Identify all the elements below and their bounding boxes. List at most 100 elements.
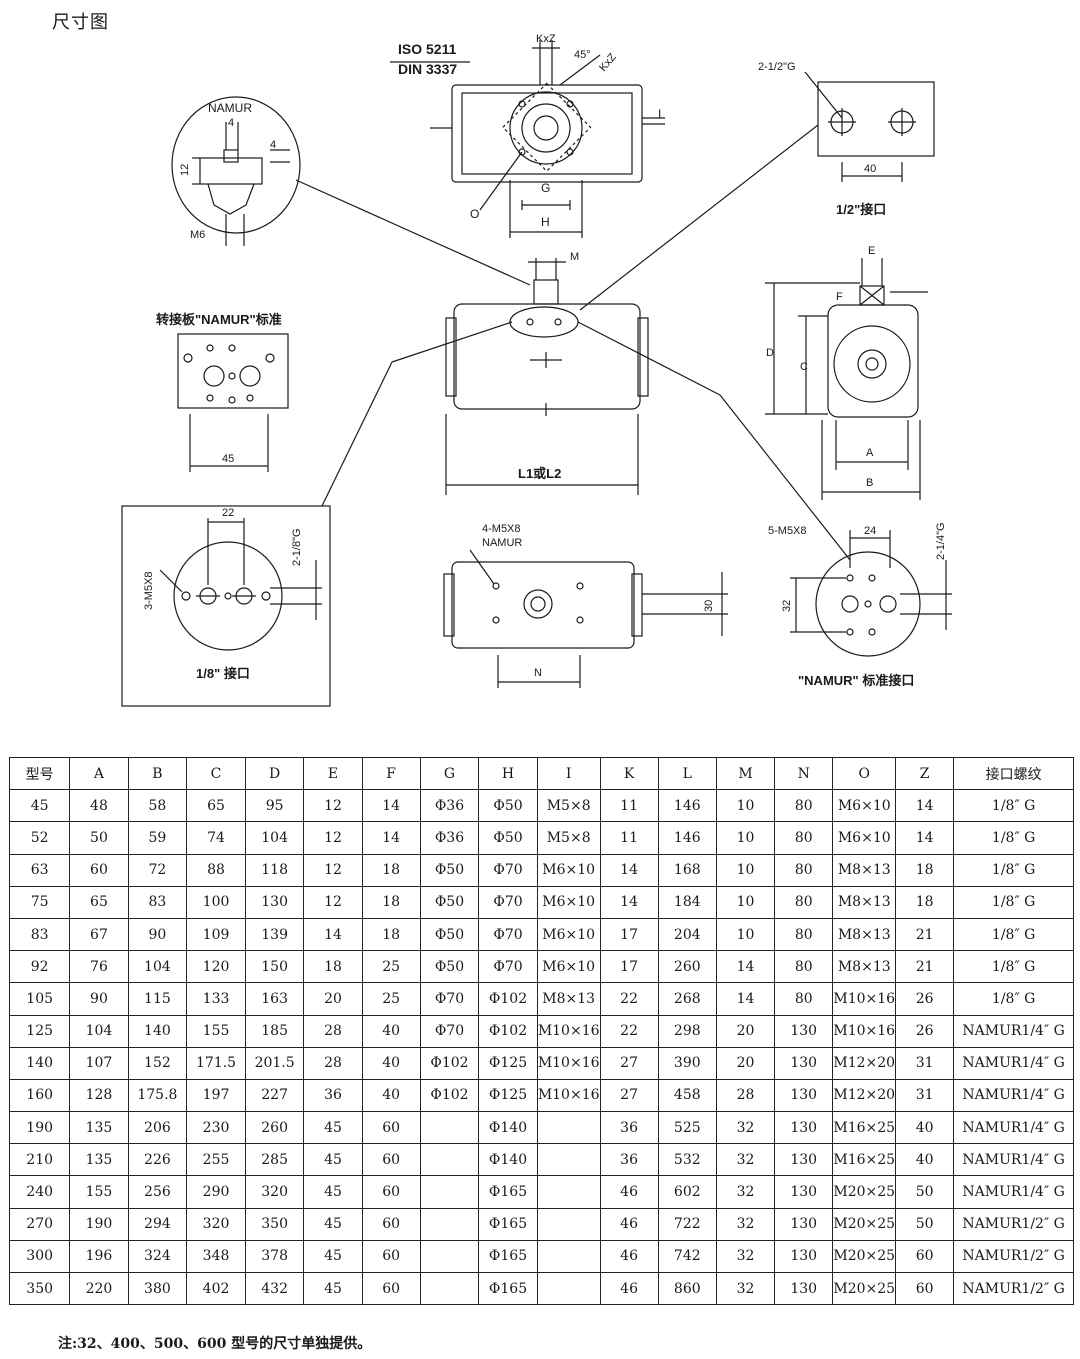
table-cell: 27	[599, 1046, 659, 1080]
table-cell: 92	[8, 950, 71, 984]
table-cell: 168	[657, 853, 717, 887]
table-cell: 14	[715, 950, 776, 984]
table-cell	[419, 1175, 480, 1209]
table-cell: M6×10	[536, 950, 601, 984]
front-view	[321, 258, 851, 561]
table-cell: 115	[127, 982, 188, 1016]
table-cell: 17	[599, 950, 659, 984]
column-header: F	[361, 756, 421, 791]
table-cell: 175.8	[127, 1078, 188, 1113]
table-cell: Φ70	[478, 917, 538, 952]
column-header: C	[186, 756, 246, 791]
table-cell: Φ102	[478, 1014, 538, 1048]
half-port-40-label: 40	[864, 163, 876, 175]
table-cell: 18	[361, 885, 421, 919]
table-cell: 350	[244, 1207, 305, 1241]
table-cell: 90	[69, 982, 129, 1016]
table-cell: 300	[8, 1239, 71, 1274]
table-cell: 76	[69, 950, 129, 984]
table-cell: 32	[715, 1111, 776, 1145]
table-cell: M20×25	[832, 1207, 897, 1241]
table-cell: 22	[599, 982, 659, 1016]
column-header: M	[715, 756, 776, 791]
table-cell: Φ50	[419, 950, 480, 984]
table-cell: 27	[599, 1078, 659, 1113]
table-cell: M5×8	[536, 789, 601, 823]
table-cell: 130	[774, 1143, 834, 1177]
table-cell: NAMUR1/4″ G	[953, 1111, 1074, 1145]
column-header: 型号	[8, 756, 71, 791]
table-cell: 130	[774, 1014, 834, 1048]
table-cell: 12	[303, 789, 363, 823]
table-cell: 210	[8, 1143, 71, 1177]
column-header: L	[657, 756, 717, 791]
table-cell: M20×25	[832, 1271, 897, 1306]
table-cell: 350	[8, 1271, 71, 1306]
table-cell: 26	[895, 1014, 955, 1048]
table-cell: 190	[8, 1111, 71, 1145]
table-cell: 270	[8, 1207, 71, 1241]
table-cell: 45	[303, 1111, 363, 1145]
table-cell: 256	[127, 1175, 188, 1209]
table-cell: 46	[599, 1175, 659, 1209]
table-cell: Φ50	[419, 917, 480, 952]
table-cell: 46	[599, 1239, 659, 1274]
table-cell: 65	[186, 789, 246, 823]
table-cell: 196	[69, 1239, 129, 1274]
half-port-caption: 1/2"接口	[836, 202, 886, 217]
table-cell: 206	[127, 1111, 188, 1145]
table-cell: 40	[895, 1143, 955, 1177]
table-cell	[536, 1111, 601, 1145]
table-cell: 60	[361, 1175, 421, 1209]
bottom-view	[443, 549, 728, 688]
table-cell: 155	[69, 1175, 129, 1209]
table-cell: 348	[186, 1239, 246, 1274]
table-cell: 26	[895, 982, 955, 1016]
table-cell: 83	[127, 885, 188, 919]
table-cell: Φ165	[478, 1207, 538, 1241]
table-cell: M6×10	[832, 821, 897, 855]
table-cell: 40	[361, 1078, 421, 1113]
table-cell: 60	[69, 853, 129, 887]
table-cell: Φ50	[419, 853, 480, 887]
table-cell: 184	[657, 885, 717, 919]
table-cell: 14	[361, 789, 421, 823]
table-cell: 80	[774, 982, 834, 1016]
table-cell: NAMUR1/4″ G	[953, 1078, 1074, 1113]
table-cell: 50	[895, 1207, 955, 1241]
table-cell: 1/8″ G	[953, 853, 1074, 887]
table-cell: 12	[303, 853, 363, 887]
table-cell: 45	[303, 1175, 363, 1209]
table-cell: 171.5	[186, 1046, 246, 1080]
table-cell: 21	[895, 950, 955, 984]
dim-i-label: I	[658, 107, 661, 121]
namur-4a-label: 4	[228, 117, 234, 129]
table-cell: 107	[69, 1046, 129, 1080]
table-cell: M12×20	[832, 1046, 897, 1080]
table-cell	[419, 1207, 480, 1241]
table-cell: 21	[895, 917, 955, 952]
table-cell: Φ70	[478, 950, 538, 984]
table-cell: 10	[715, 853, 776, 887]
table-cell: 52	[8, 821, 71, 855]
column-header: E	[303, 756, 363, 791]
dim-l-label: L1或L2	[518, 466, 561, 481]
table-cell: 120	[186, 950, 246, 984]
column-header: Z	[895, 756, 955, 791]
table-cell: 146	[657, 821, 717, 855]
table-cell: 722	[657, 1207, 717, 1241]
table-cell: 25	[361, 982, 421, 1016]
table-cell: 20	[715, 1014, 776, 1048]
column-header: A	[69, 756, 129, 791]
table-cell: 32	[715, 1175, 776, 1209]
table-cell: 14	[715, 982, 776, 1016]
table-cell: Φ165	[478, 1175, 538, 1209]
table-cell: 402	[186, 1271, 246, 1306]
